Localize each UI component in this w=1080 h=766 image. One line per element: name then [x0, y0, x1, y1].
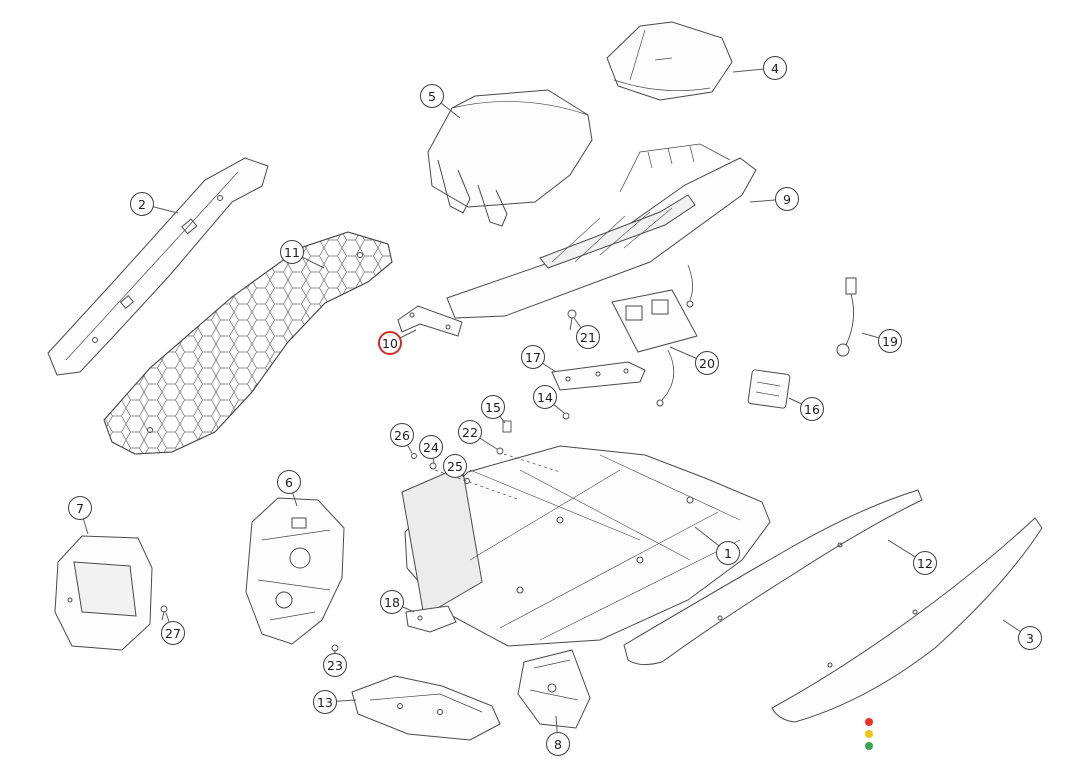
- callout-6[interactable]: 6: [277, 470, 301, 494]
- callout-24[interactable]: 24: [419, 435, 443, 459]
- part-11-mesh-panel: [103, 231, 393, 455]
- callout-13[interactable]: 13: [313, 690, 337, 714]
- callout-23[interactable]: 23: [323, 653, 347, 677]
- part-10-rail: [397, 305, 463, 337]
- callout-19[interactable]: 19: [878, 329, 902, 353]
- callout-2[interactable]: 2: [130, 192, 154, 216]
- part-7-storage-bin: [54, 535, 153, 651]
- part-12-side-panel: [623, 489, 923, 666]
- status-dots: [865, 718, 873, 750]
- part-1-console-body: [401, 445, 771, 647]
- part-3-side-panel: [771, 517, 1043, 723]
- callout-25[interactable]: 25: [443, 454, 467, 478]
- part-19-cable: [836, 277, 857, 357]
- callout-27[interactable]: 27: [161, 621, 185, 645]
- callout-8[interactable]: 8: [546, 732, 570, 756]
- callout-5[interactable]: 5: [420, 84, 444, 108]
- part-18-small-bracket: [405, 605, 457, 633]
- part-17-bracket-bar: [551, 361, 646, 391]
- callout-15[interactable]: 15: [481, 395, 505, 419]
- part-13-lower-trim: [351, 675, 501, 741]
- part-4-lid: [606, 21, 733, 101]
- callout-20[interactable]: 20: [695, 351, 719, 375]
- status-dot-red: [865, 718, 873, 726]
- part-16-module: [747, 369, 791, 409]
- status-dot-yellow: [865, 730, 873, 738]
- callout-1[interactable]: 1: [716, 541, 740, 565]
- part-6-mechanism: [245, 497, 345, 645]
- callout-22[interactable]: 22: [458, 420, 482, 444]
- part-8-bracket: [517, 649, 591, 729]
- part-9-console-frame: [446, 143, 757, 319]
- callout-21[interactable]: 21: [576, 325, 600, 349]
- callout-10[interactable]: 10: [378, 331, 402, 355]
- callout-4[interactable]: 4: [763, 56, 787, 80]
- callout-3[interactable]: 3: [1018, 626, 1042, 650]
- callout-16[interactable]: 16: [800, 397, 824, 421]
- part-2-trim-panel: [47, 157, 269, 376]
- part-20-control-module: [611, 289, 698, 407]
- callout-9[interactable]: 9: [775, 187, 799, 211]
- callout-11[interactable]: 11: [280, 240, 304, 264]
- callout-14[interactable]: 14: [533, 385, 557, 409]
- callout-26[interactable]: 26: [390, 423, 414, 447]
- callout-17[interactable]: 17: [521, 345, 545, 369]
- status-dot-green: [865, 742, 873, 750]
- callout-7[interactable]: 7: [68, 496, 92, 520]
- callout-12[interactable]: 12: [913, 551, 937, 575]
- fastener-screws: [160, 309, 577, 660]
- callout-18[interactable]: 18: [380, 590, 404, 614]
- part-5-armrest-lid: [427, 89, 593, 227]
